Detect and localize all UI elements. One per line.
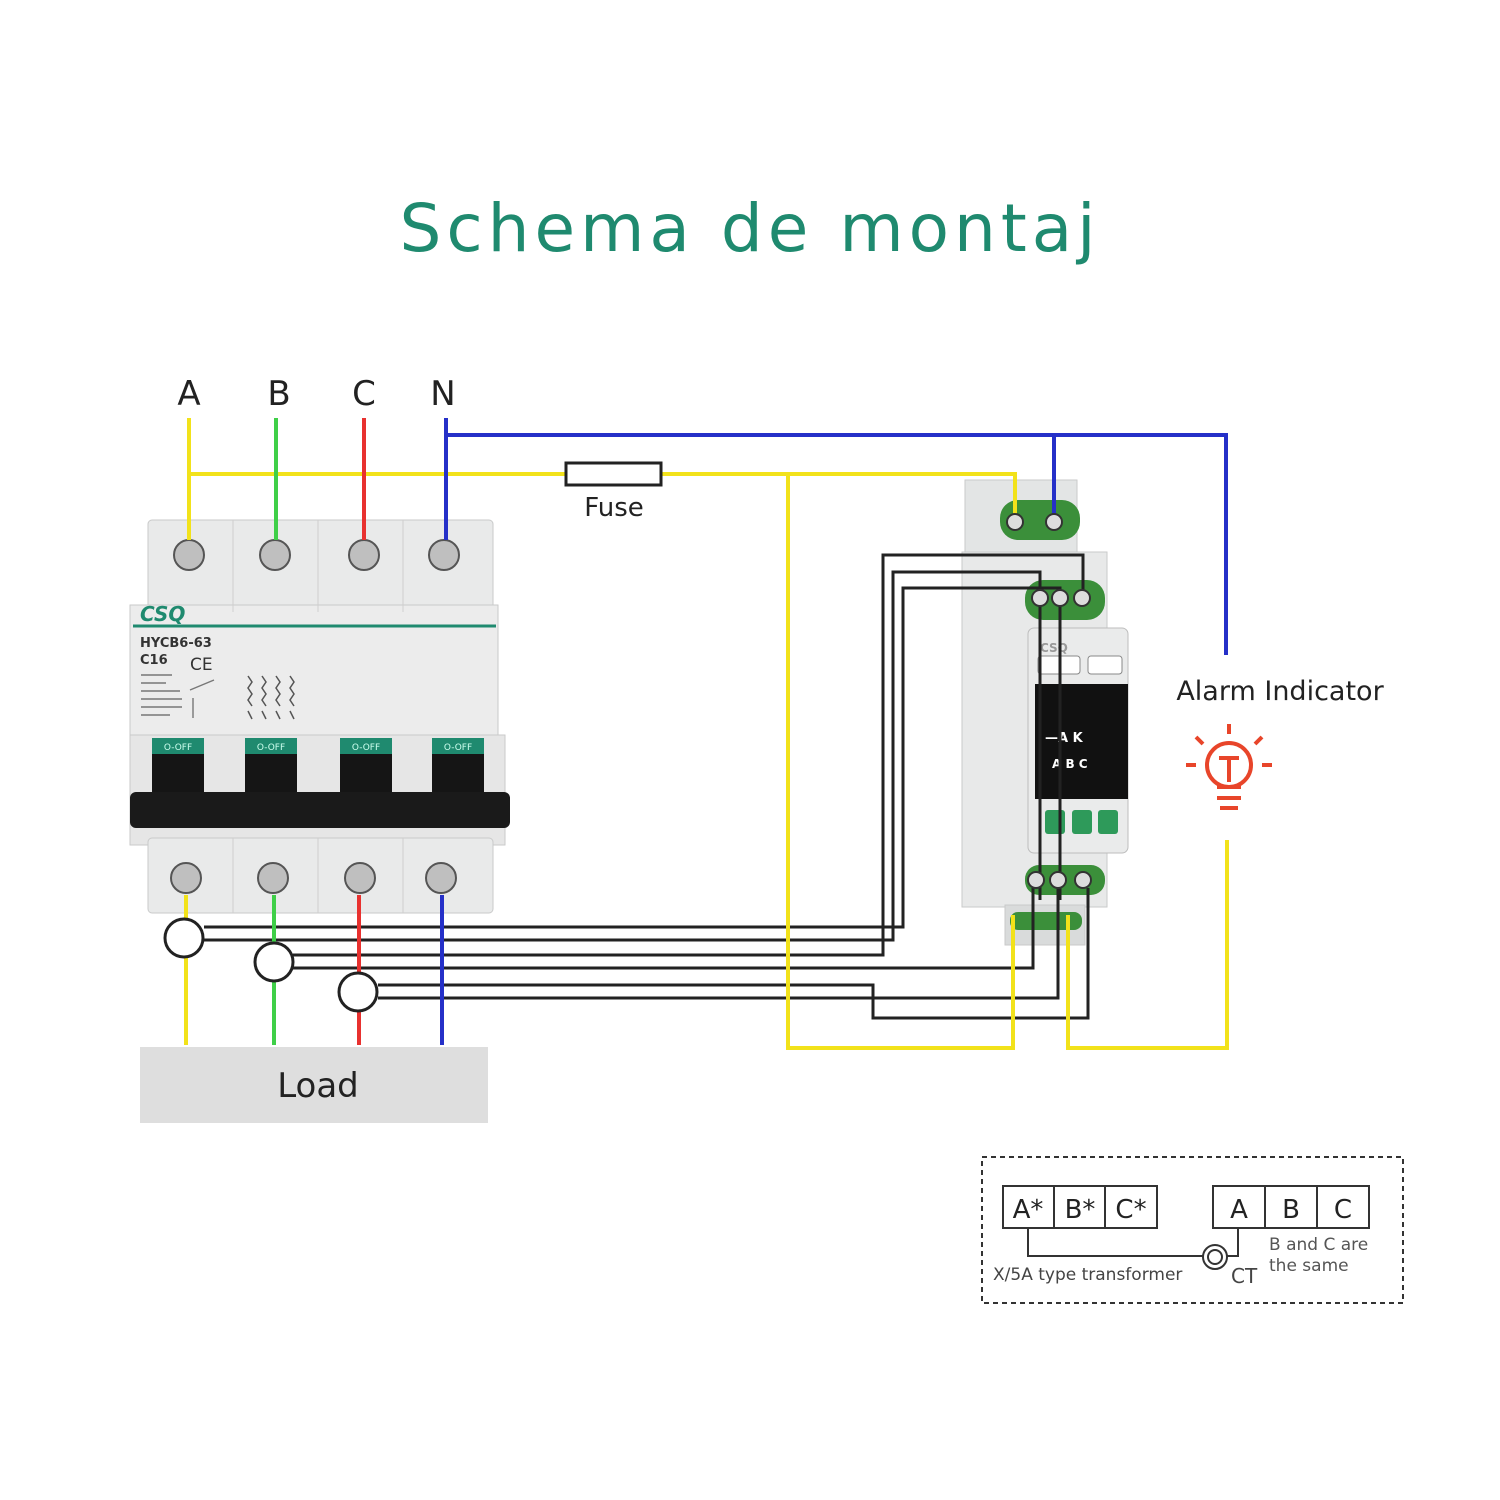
- breaker-fine-print: [141, 674, 215, 718]
- relay-button-2: [1072, 810, 1092, 834]
- page-title: Schema de montaj: [399, 190, 1101, 267]
- load-box: [140, 1047, 488, 1123]
- phase-n-label: N: [430, 374, 455, 414]
- phase-relay-module: CSQ —A K A B C: [961, 479, 1129, 946]
- legend-box-b-star: B*: [1065, 1195, 1096, 1225]
- switch-label-1: O-OFF: [164, 743, 192, 753]
- neutral-wire: [440, 418, 1228, 1045]
- relay-display-line1: —A K: [1045, 731, 1084, 746]
- legend-box-b: B: [1282, 1195, 1300, 1225]
- legend-note-line1: B and C are: [1269, 1235, 1368, 1255]
- relay-button-1: [1045, 810, 1065, 834]
- switch-label-3: O-OFF: [352, 743, 380, 753]
- wiring-legend: A* B* C* A B C X/5A type transformer CT …: [981, 1156, 1404, 1304]
- legend-box-a-star: A*: [1013, 1195, 1044, 1225]
- relay-display-line2: A B C: [1052, 757, 1088, 771]
- alarm-label: Alarm Indicator: [1176, 676, 1384, 707]
- top-screw-terminals: [173, 539, 460, 571]
- legend-note-line2: the same: [1269, 1256, 1349, 1276]
- phase-c-wire: [357, 418, 366, 1045]
- legend-transformer-label: X/5A type transformer: [993, 1265, 1182, 1285]
- phase-a-label: A: [177, 374, 200, 414]
- legend-box-a: A: [1230, 1195, 1248, 1225]
- breaker-brand: CSQ: [140, 602, 185, 626]
- load-label: Load: [277, 1066, 359, 1106]
- relay-brand: CSQ: [1040, 641, 1068, 655]
- ct-signal-wires: [204, 553, 1090, 1020]
- breaker-toggle-bar: [130, 792, 510, 828]
- circuit-breaker: CSQ HYCB6-63 C16 CE O-OFF O-OFF O-OFF O-…: [129, 519, 510, 914]
- legend-box-c: C: [1334, 1195, 1352, 1225]
- pole-symbols: [247, 675, 295, 720]
- ce-mark: CE: [190, 655, 213, 675]
- fuse: [564, 461, 663, 487]
- switch-label-2: O-OFF: [257, 743, 285, 753]
- bottom-screw-terminals: [170, 862, 457, 894]
- phase-c-label: C: [352, 374, 376, 414]
- relay-button-3: [1098, 810, 1118, 834]
- fuse-label: Fuse: [584, 493, 644, 523]
- alarm-lamp-icon: [1186, 724, 1272, 810]
- relay-terminals: [1006, 513, 1092, 889]
- breaker-rating: C16: [140, 653, 168, 668]
- legend-box-c-star: C*: [1115, 1195, 1146, 1225]
- switch-label-4: O-OFF: [444, 743, 472, 753]
- ct-symbol-icon: [1202, 1244, 1228, 1270]
- legend-ct-label: CT: [1231, 1264, 1258, 1288]
- relay-display: [1035, 684, 1128, 799]
- phase-b-label: B: [267, 374, 290, 414]
- breaker-model: HYCB6-63: [140, 636, 212, 651]
- current-transformers: [163, 917, 379, 1013]
